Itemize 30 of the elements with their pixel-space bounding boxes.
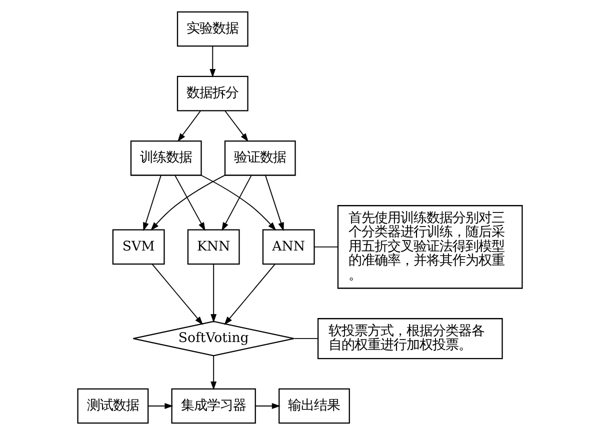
node-diamond: SoftVoting	[132, 320, 294, 356]
arrow	[265, 174, 284, 232]
arrow	[152, 264, 204, 326]
arrow	[143, 174, 162, 232]
arrow	[224, 110, 248, 142]
arrow	[150, 174, 226, 231]
node-box: 集成学习器	[171, 388, 256, 424]
node-box: 首先使用训练数据分别对三个分类器进行训练，随后采用五折交叉验证法得到模型的准确率，并将其作为权重。	[337, 205, 523, 289]
arrow	[210, 355, 217, 390]
arrow	[210, 264, 217, 323]
node-box: 测试数据	[77, 388, 149, 424]
node-box: 验证数据	[224, 140, 296, 176]
node-box: SVM	[112, 229, 165, 265]
connector	[294, 338, 318, 340]
node-box: ANN	[262, 229, 315, 265]
arrow	[210, 46, 216, 78]
arrow	[200, 174, 276, 231]
arrow	[148, 403, 174, 409]
node-box: 软投票方式，根据分类器各自的权重进行加权投票。	[317, 318, 503, 360]
node-box: KNN	[187, 229, 240, 265]
arrow	[174, 174, 206, 231]
node-box: 数据拆分	[176, 76, 248, 112]
arrow	[178, 110, 201, 142]
connector	[314, 246, 338, 248]
node-box: 训练数据	[130, 140, 202, 176]
arrow	[224, 264, 276, 326]
node-box: 输出结果	[278, 388, 350, 424]
node-box: 实验数据	[176, 11, 248, 47]
arrow	[255, 403, 280, 409]
arrow	[222, 174, 252, 231]
